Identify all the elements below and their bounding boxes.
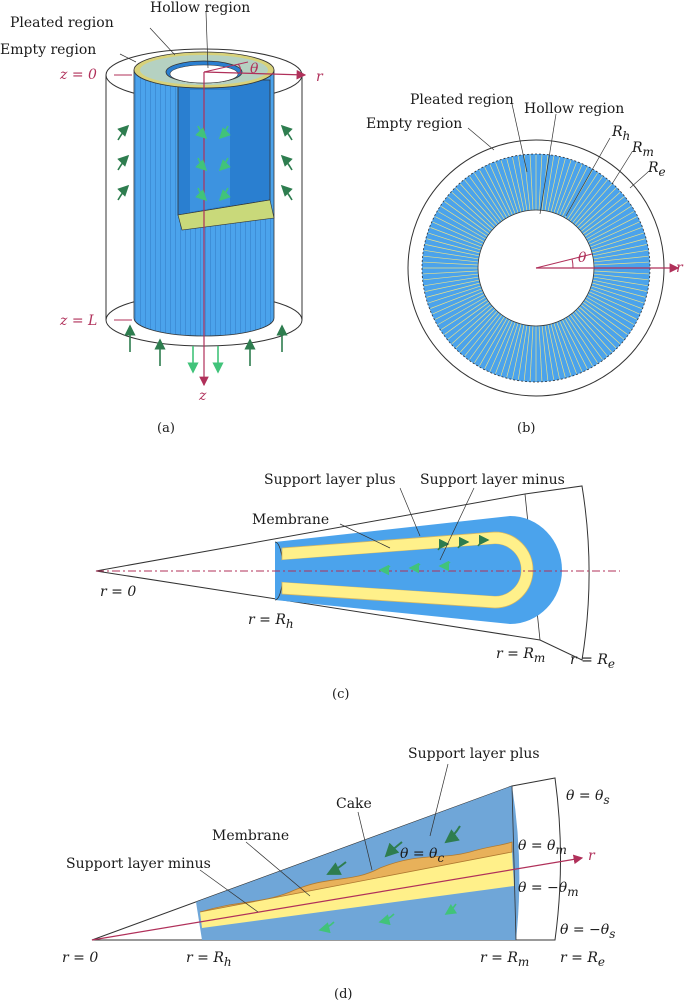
- label-r-b: r: [676, 260, 684, 276]
- label-r-d: r: [588, 848, 596, 864]
- label-pleated-region-b: Pleated region: [410, 92, 514, 108]
- label-zL: z = L: [59, 313, 97, 329]
- label-theta-b: θ: [578, 250, 587, 266]
- label-support-minus-c: Support layer minus: [420, 472, 565, 488]
- label-Rm-b: Rm: [631, 140, 654, 159]
- label-hollow-region-a: Hollow region: [150, 0, 250, 16]
- label-rRe-c: r = Re: [570, 652, 615, 671]
- caption-a: (a): [157, 421, 175, 436]
- label-Rh-b: Rh: [611, 124, 630, 143]
- label-support-plus-c: Support layer plus: [264, 472, 396, 488]
- label-r0-d: r = 0: [62, 950, 98, 966]
- label-rRm-d: r = Rm: [480, 950, 529, 969]
- label-Re-b: Re: [647, 160, 666, 179]
- label-hollow-region-b: Hollow region: [524, 101, 624, 117]
- label-pleated-region-a: Pleated region: [10, 15, 114, 31]
- caption-d: (d): [334, 987, 352, 1002]
- label-empty-region-b: Empty region: [366, 116, 462, 132]
- caption-b: (b): [517, 421, 535, 436]
- label-rRe-d: r = Re: [560, 950, 605, 969]
- label-theta-neg-s: θ = −θs: [560, 922, 615, 941]
- label-support-minus-d: Support layer minus: [66, 856, 211, 872]
- panel-d: Support layer plus Cake Membrane Support…: [62, 746, 615, 1002]
- label-r0-c: r = 0: [100, 584, 136, 600]
- label-rRm-c: r = Rm: [496, 646, 545, 665]
- label-rRh-c: r = Rh: [248, 612, 294, 631]
- panel-c: Support layer plus Support layer minus M…: [96, 472, 620, 702]
- label-empty-region-a: Empty region: [0, 42, 96, 58]
- label-theta-a: θ: [250, 61, 259, 77]
- label-cake-d: Cake: [336, 796, 372, 812]
- label-z0: z = 0: [59, 67, 97, 83]
- label-z-a: z: [198, 388, 207, 404]
- label-support-plus-d: Support layer plus: [408, 746, 540, 762]
- panel-a: Hollow region Pleated region Empty regio…: [0, 0, 324, 436]
- label-membrane-d: Membrane: [212, 828, 289, 844]
- label-rRh-d: r = Rh: [186, 950, 232, 969]
- label-theta-s: θ = θs: [566, 788, 610, 807]
- caption-c: (c): [332, 687, 349, 702]
- label-r-a: r: [316, 69, 324, 85]
- label-membrane-c: Membrane: [252, 512, 329, 528]
- panel-b: Pleated region Hollow region Empty regio…: [366, 92, 684, 436]
